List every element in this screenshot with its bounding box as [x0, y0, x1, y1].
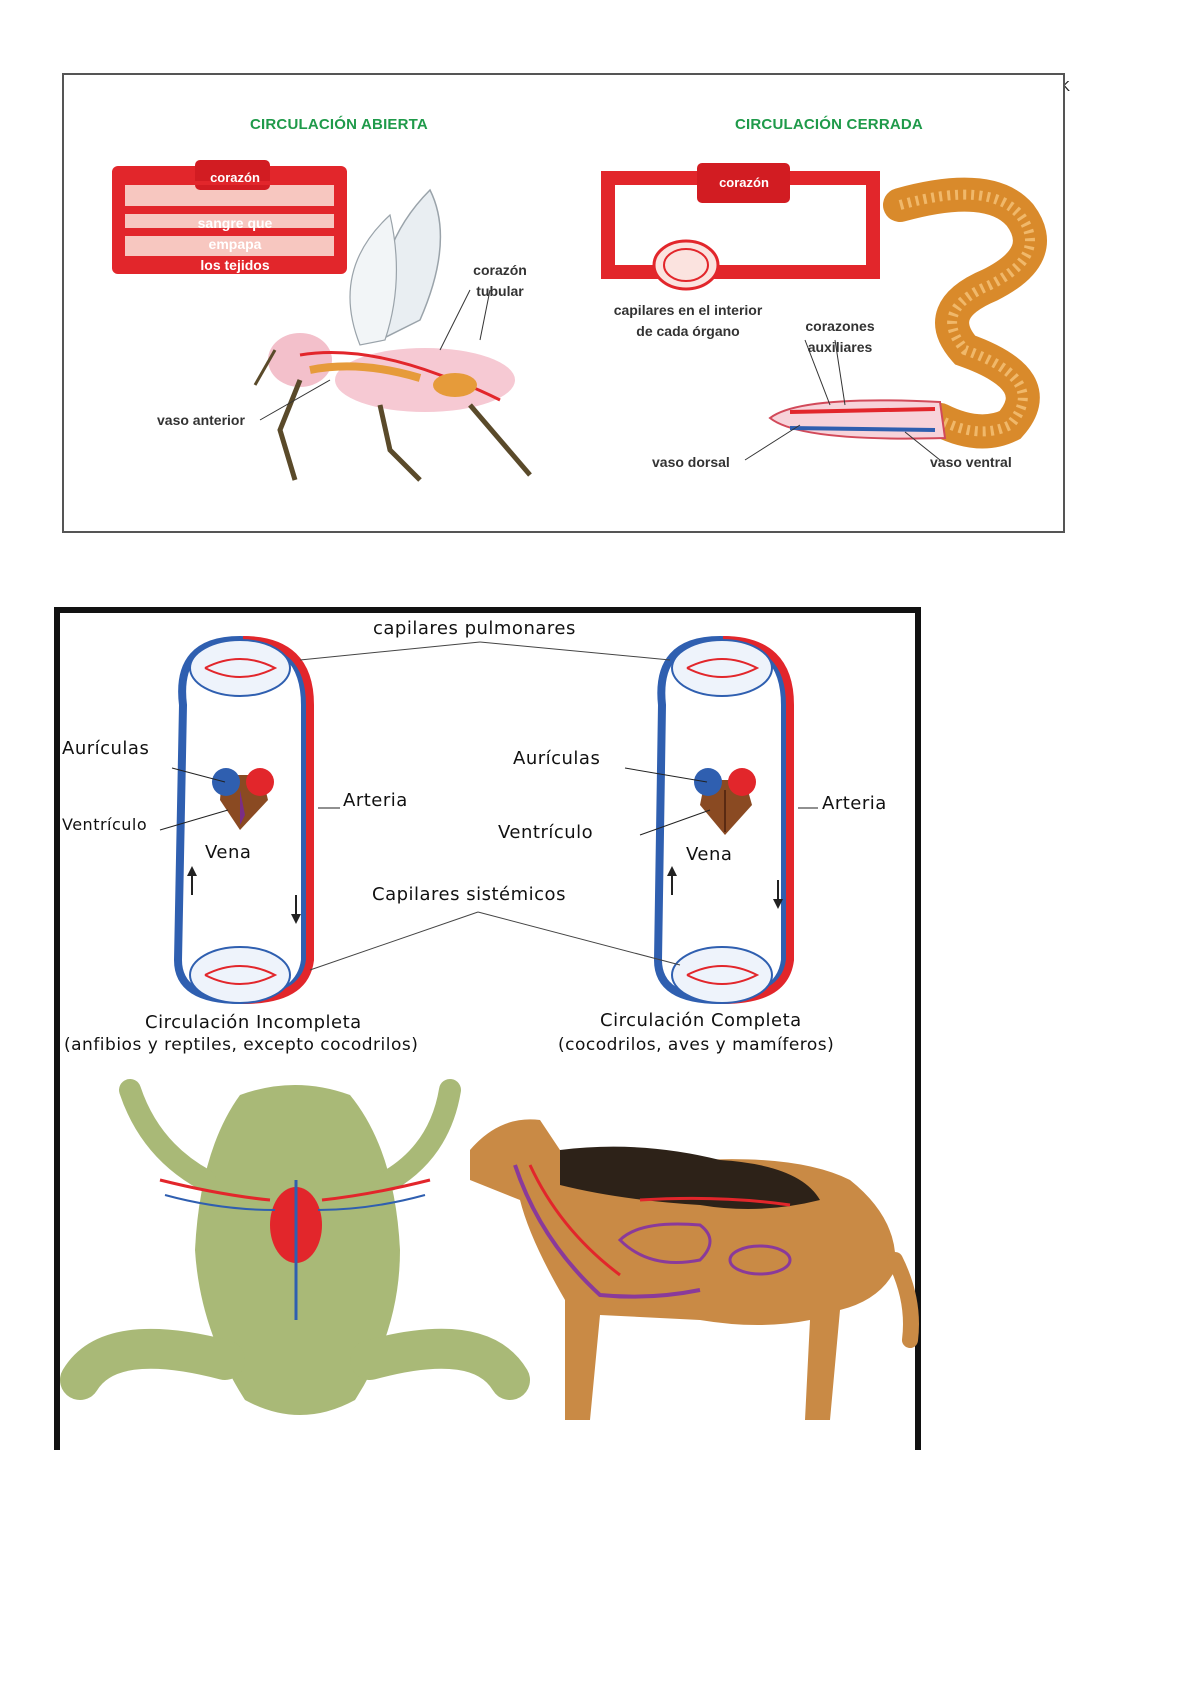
anterior-vessel-label: vaso anterior [157, 412, 245, 428]
pulmonary-capillary-bed-right [671, 639, 773, 697]
ventral-vessel-label: vaso ventral [930, 454, 1012, 470]
tubular-heart-line-2: tubular [476, 283, 524, 299]
open-blood-label: sangre que empapa los tejidos [180, 213, 290, 276]
incomplete-circulation-diagram [159, 635, 340, 1005]
dorsal-vessel-label: vaso dorsal [652, 454, 730, 470]
atrium-blue-right [694, 768, 722, 796]
closed-circulation-title: CIRCULACIÓN CERRADA [735, 116, 923, 133]
right-ventriculo-label: Ventrículo [498, 822, 594, 843]
left-caption-2: (anfibios y reptiles, excepto cocodrilos… [64, 1035, 419, 1055]
right-arteria-label: Arteria [822, 793, 887, 814]
pulmonary-capillary-bed-left [189, 639, 291, 697]
dog-illustration [470, 1119, 919, 1420]
closed-circulation-diagram [601, 163, 880, 291]
left-caption-1: Circulación Incompleta [145, 1012, 362, 1033]
aux-hearts-line-2: auxiliares [807, 339, 873, 355]
tubular-heart-label: corazón tubular [460, 260, 540, 302]
closed-heart-label: corazón [719, 175, 769, 190]
left-auriculas-label: Aurículas [62, 738, 150, 759]
systemic-capillary-bed-right [671, 946, 773, 1004]
blood-label-line-2: empapa [208, 236, 262, 252]
right-caption-1: Circulación Completa [600, 1010, 802, 1031]
capillaries-line-2: de cada órgano [636, 323, 740, 339]
right-caption-2: (cocodrilos, aves y mamíferos) [558, 1035, 835, 1055]
capillaries-line-1: capilares en el interior [613, 302, 763, 318]
aux-hearts-line-1: corazones [805, 318, 875, 334]
atrium-red-right [728, 768, 756, 796]
systemic-capillary-bed-left [189, 946, 291, 1004]
complete-circulation-diagram [624, 635, 818, 1005]
frog-illustration [60, 1079, 530, 1415]
tubular-heart-line-1: corazón [473, 262, 527, 278]
atrium-red-left [246, 768, 274, 796]
earthworm-illustration [744, 177, 1047, 461]
blood-label-line-1: sangre que [197, 215, 273, 231]
left-arteria-label: Arteria [343, 790, 408, 811]
left-ventriculo-label: Ventrículo [62, 815, 148, 834]
left-vena-label: Vena [205, 842, 252, 863]
pulmonary-capillaries-label: capilares pulmonares [373, 618, 576, 639]
insect-illustration [253, 188, 532, 482]
top-panel [62, 73, 1065, 533]
atrium-blue-left [212, 768, 240, 796]
blood-label-line-3: los tejidos [200, 257, 270, 273]
right-vena-label: Vena [686, 844, 733, 865]
systemic-capillaries-label: Capilares sistémicos [372, 884, 566, 905]
open-heart-label: corazón [210, 170, 260, 185]
aux-hearts-label: corazones auxiliares [790, 316, 890, 358]
open-circulation-title: CIRCULACIÓN ABIERTA [250, 116, 428, 133]
capillaries-label: capilares en el interior de cada órgano [588, 300, 788, 342]
open-circulation-diagram [112, 160, 347, 274]
right-auriculas-label: Aurículas [513, 748, 601, 769]
